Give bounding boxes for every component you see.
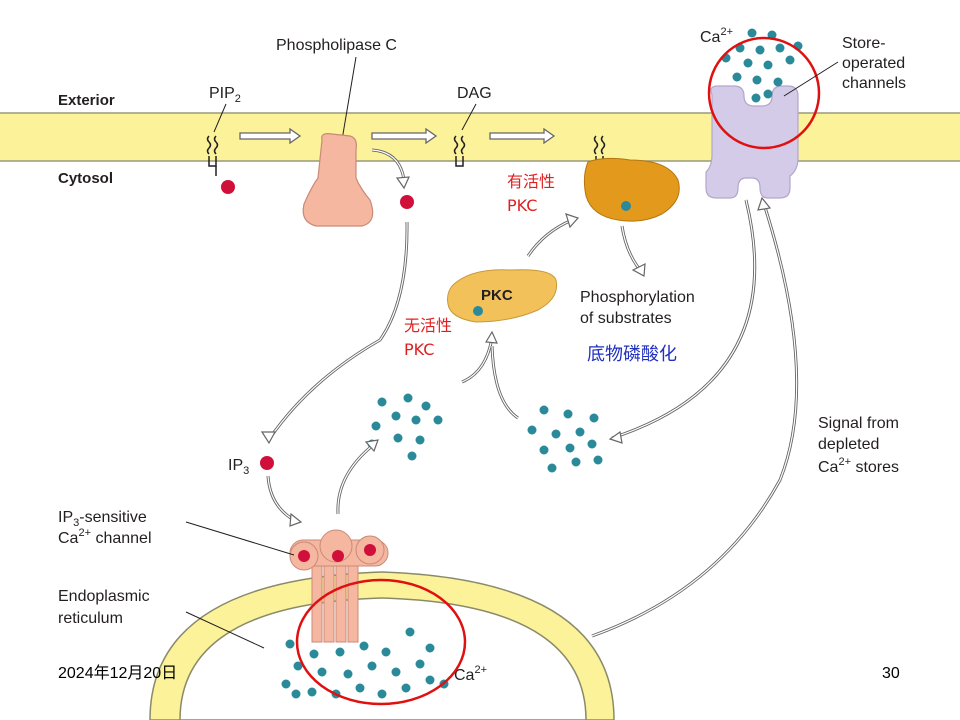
er-label-1: Endoplasmic [58, 588, 150, 605]
er-label-2: reticulum [58, 610, 123, 627]
pip2-lipid-icon [206, 135, 219, 176]
footer-page-number: 30 [882, 665, 900, 682]
active-pkc-cn-label: 有活性 [507, 172, 555, 191]
ip3-channel-pointer [185, 521, 295, 556]
ca-release-arrow [336, 444, 373, 515]
endoplasmic-reticulum [149, 571, 615, 720]
ca-top-label: Ca2+ [700, 26, 733, 46]
pip2-pointer [213, 103, 227, 133]
released-calcium-dots [367, 393, 443, 461]
store-operated-label-3: channels [842, 75, 906, 92]
released-ip3-dot [400, 195, 414, 209]
inactive-pkc-en-label: PKC [404, 340, 434, 359]
store-operated-pointer [783, 61, 839, 97]
phospholipase-c-enzyme [302, 133, 374, 227]
phosphorylation-label-1: Phosphorylation [580, 289, 695, 306]
er-highlight-circle [295, 578, 467, 706]
dag-pointer [461, 103, 477, 131]
phospholipase-c-label: Phospholipase C [276, 37, 397, 54]
store-depletion-signal-arrow [591, 203, 799, 638]
dag-label: DAG [457, 85, 492, 102]
ip3-to-channel-arrow [266, 475, 295, 522]
membrane-arrows [239, 127, 556, 145]
footer-date: 2024年12月20日 [58, 664, 177, 682]
store-operated-highlight-circle [707, 36, 821, 150]
signal-label-3: Ca2+ stores [818, 456, 899, 476]
plc-pointer [341, 56, 357, 141]
ip3-label: IP3 [228, 457, 249, 477]
phosphorylation-arrow [620, 225, 642, 271]
signal-label-1: Signal from [818, 415, 899, 432]
active-pkc-enzyme [583, 157, 680, 222]
cytosol-label: Cytosol [58, 170, 113, 187]
inactive-pkc-calcium [473, 306, 483, 316]
ip3-channel-label-2: Ca2+ channel [58, 527, 152, 547]
plasma-membrane [0, 112, 960, 162]
substrate-phosphorylation-cn-label: 底物磷酸化 [587, 344, 677, 365]
store-operated-label-1: Store- [842, 35, 886, 52]
svg-text:PIP2: PIP2 [209, 85, 241, 105]
influx-calcium-dots [527, 405, 603, 473]
ca-to-pkc-arrow [461, 337, 494, 384]
store-operated-channel [705, 85, 799, 199]
dag-lipid-icon [453, 135, 466, 167]
store-operated-label-2: operated [842, 55, 905, 72]
active-pkc-en-label: PKC [507, 196, 537, 215]
signal-label-2: depleted [818, 436, 879, 453]
ip3-channel-label-1: IP3-sensitive [58, 509, 147, 529]
ip3-dot [260, 456, 274, 470]
exterior-label: Exterior [58, 92, 115, 109]
er-pointer [185, 611, 265, 649]
phosphorylation-label-2: of substrates [580, 310, 672, 327]
active-pkc-calcium [621, 201, 631, 211]
pip2-label: PIP2 [209, 85, 241, 105]
extracellular-calcium-dots [721, 28, 803, 103]
ca-er-label: Ca2+ [454, 664, 487, 684]
pkc-activation-arrow [526, 218, 573, 257]
ip3-headgroup-dot [221, 180, 235, 194]
pkc-label: PKC [481, 287, 513, 304]
inactive-pkc-cn-label: 无活性 [404, 316, 452, 335]
